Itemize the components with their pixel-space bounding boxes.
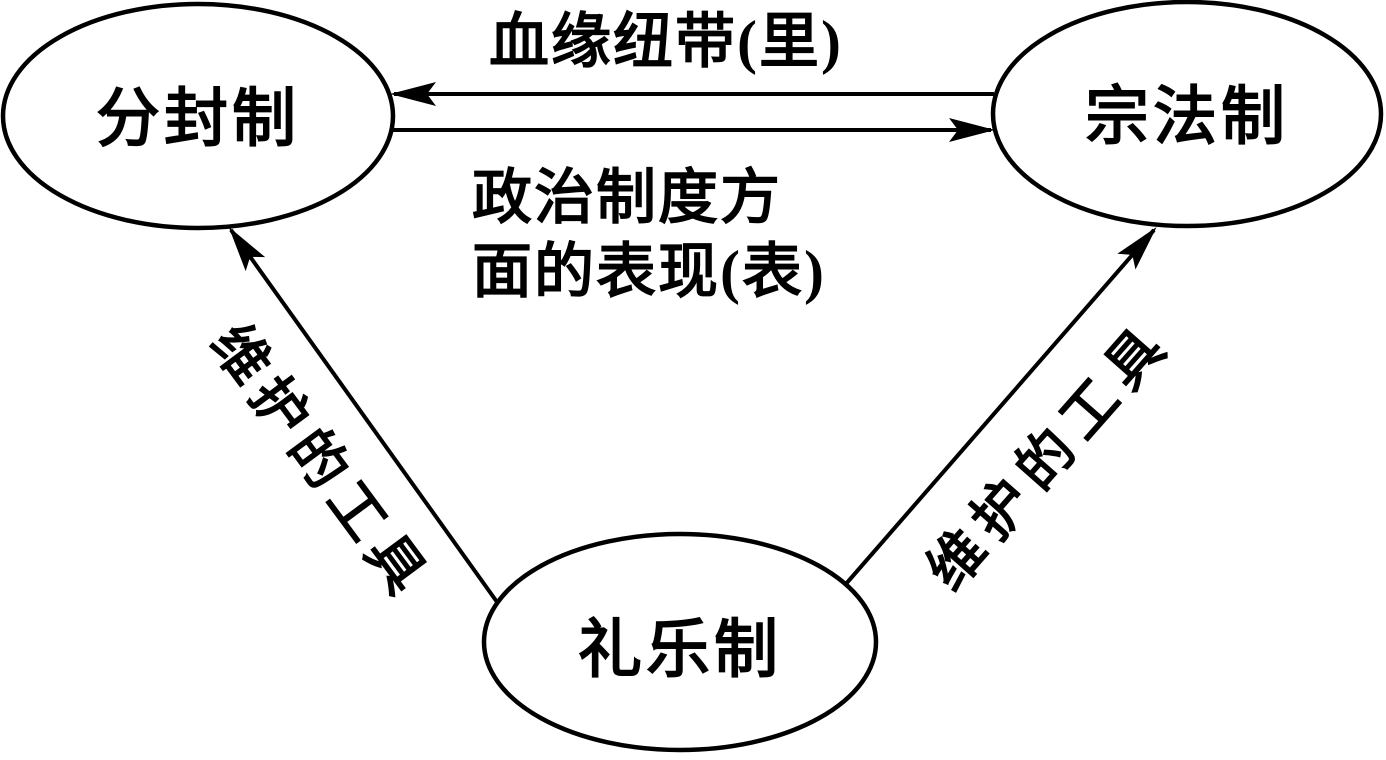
node-fengjian-ellipse [0, 1, 396, 231]
edge-political-expression-label-line1: 政治制度方 [472, 165, 782, 231]
edges [228, 82, 1157, 604]
node-liyue-ellipse [481, 531, 879, 753]
arrow-maintain-left [228, 226, 499, 604]
arrow-maintain-right [843, 226, 1157, 587]
node-zongfa-ellipse [990, 0, 1384, 229]
edge-maintain-left-label: 维护的工具 [198, 314, 441, 612]
node-zongfa-label: 宗法制 [1085, 82, 1289, 153]
edge-political-expression-label-line2: 面的表现(表) [472, 239, 826, 305]
edge-blood-tie-label: 血缘纽带(里) [489, 9, 843, 75]
node-fengjian-label: 分封制 [96, 84, 300, 155]
node-liyue-label: 礼乐制 [578, 615, 782, 686]
